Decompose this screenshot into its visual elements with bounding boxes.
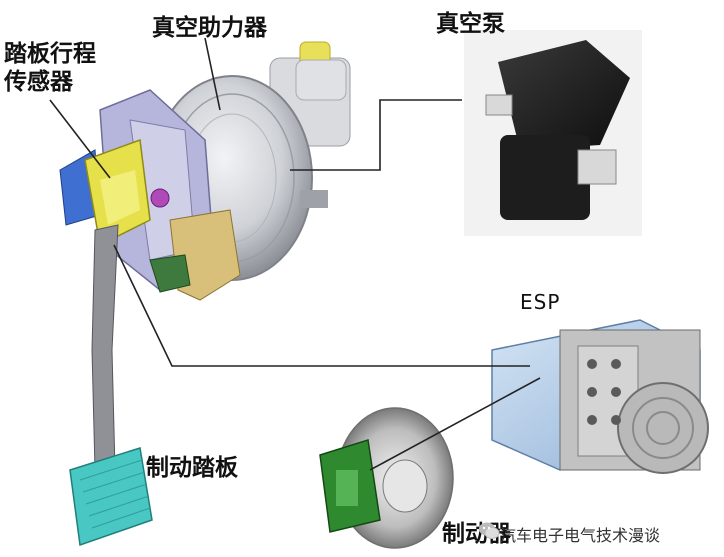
vacuum-booster-label: 真空助力器 xyxy=(152,15,267,41)
esp-label: ESP xyxy=(520,290,561,314)
pedal-sensor-label: 踏板行程 传感器 xyxy=(4,40,96,96)
watermark-text: 汽车电子电气技术漫谈 xyxy=(500,526,661,545)
leader-lines xyxy=(49,37,541,471)
vacuum-pump-label: 真空泵 xyxy=(436,11,505,37)
pedal-sensor-label-line2: 传感器 xyxy=(4,69,73,95)
vacuum-pump xyxy=(464,30,642,236)
pedal-bracket xyxy=(99,89,241,301)
brake-pedal xyxy=(69,224,153,547)
brake-caliper xyxy=(319,407,454,549)
brake-pedal-label: 制动踏板 xyxy=(146,455,238,481)
brake-caliper-label: 制动器 xyxy=(442,521,511,547)
esp-module xyxy=(491,319,709,474)
pedal-sensor-label-line1: 踏板行程 xyxy=(4,41,96,67)
wechat-icon xyxy=(479,522,500,539)
